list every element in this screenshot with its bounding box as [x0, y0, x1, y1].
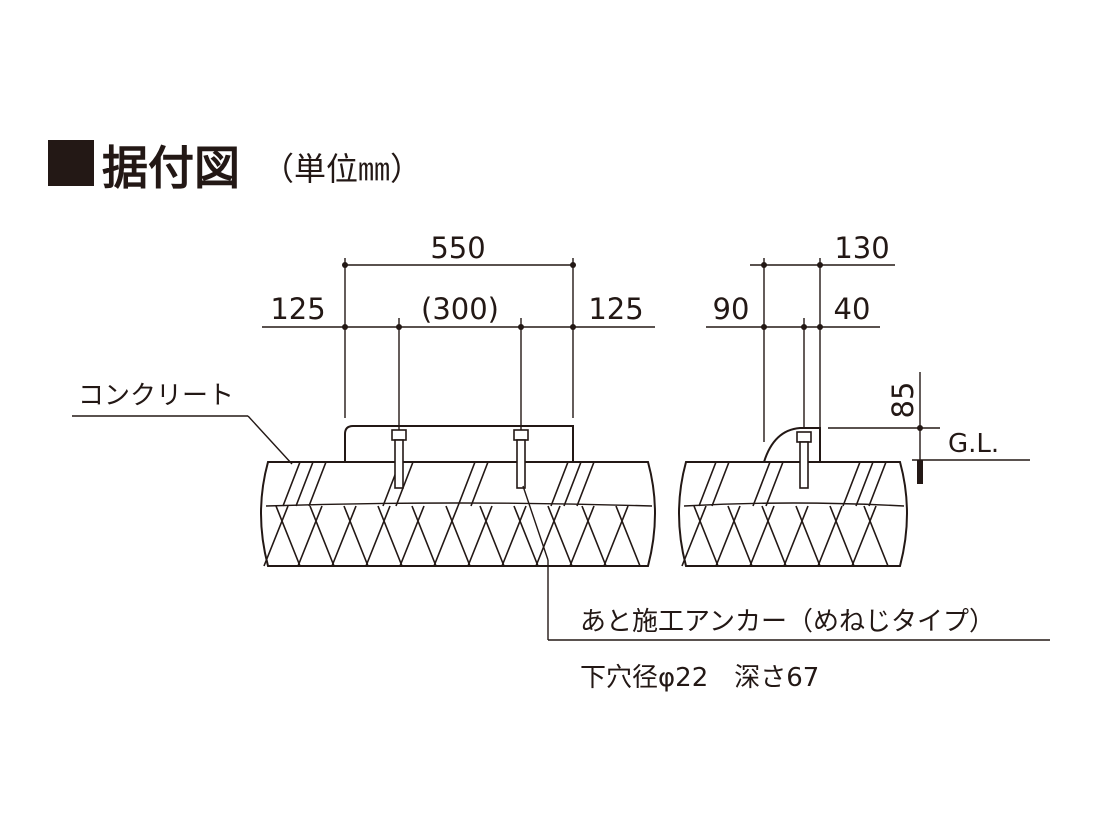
title-text: 据付図: [102, 141, 240, 195]
dimension-front-right: 125: [588, 292, 643, 326]
front-anchor-left: [391, 429, 407, 489]
front-concrete-slab: [260, 425, 656, 567]
title-unit: （単位㎜）: [262, 150, 422, 188]
title-square-icon: [48, 140, 94, 186]
dimension-front-left: 125: [270, 292, 325, 326]
dimension-height: 85: [886, 382, 920, 419]
ground-level-label: G.L.: [948, 429, 999, 459]
side-anchor: [796, 431, 812, 489]
hole-spec-label: 下穴径φ22 深さ67: [580, 663, 819, 693]
concrete-leader: [72, 415, 293, 465]
anchor-label: あと施工アンカー（めねじタイプ）: [580, 607, 995, 637]
side-concrete-slab: [678, 427, 908, 567]
front-dimension-lines: [262, 258, 655, 432]
anchor-leader: [522, 485, 1050, 641]
dimension-front-center: (300): [421, 292, 499, 326]
front-anchor-right: [513, 429, 529, 489]
dimension-side-right: 40: [834, 292, 871, 326]
dimension-side-total: 130: [834, 231, 889, 265]
dimension-side-left: 90: [713, 292, 750, 326]
side-dimension-lines: [706, 258, 1030, 484]
concrete-label: コンクリート: [78, 381, 234, 411]
dimension-front-total: 550: [430, 231, 485, 265]
